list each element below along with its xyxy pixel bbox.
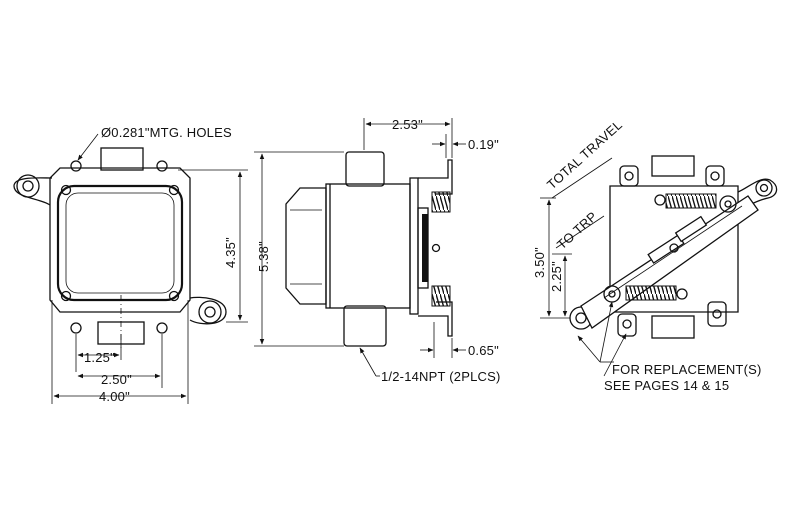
cover-screw-tl (60, 184, 72, 196)
cover-screw-br (168, 290, 180, 302)
mounting-holes-label: Ø0.281"MTG. HOLES (101, 125, 232, 140)
side-body (325, 183, 411, 309)
internal-base-plate (609, 185, 739, 313)
replacement-note-line1: FOR REPLACEMENT(S) (612, 362, 762, 377)
cover-plate (56, 184, 184, 302)
right-ear-boss (198, 300, 222, 324)
side-top-spring (431, 191, 451, 213)
dim-height-4-35: 4.35" (223, 237, 238, 268)
internal-view: 3.50" 2.25" TOTAL TRAVEL TO TRP FOR REPL… (532, 117, 778, 393)
side-top-hub (345, 151, 385, 187)
dim-hole-spacing-2-50: 2.50" (101, 372, 132, 387)
dim-overall-height-5-38: 5.38" (256, 241, 271, 272)
top-conduit-hub (100, 147, 144, 171)
cover-screw-tr (168, 184, 180, 196)
total-travel-label: TOTAL TRAVEL (544, 117, 625, 192)
mounting-hole-tr (156, 160, 168, 172)
side-bottom-hub (343, 305, 387, 347)
internal-top-hub (651, 155, 695, 177)
dim-total-travel-3-50: 3.50" (532, 247, 547, 278)
right-ear-hole (204, 306, 216, 318)
lever-pivot-hole (575, 312, 587, 324)
left-mounting-ear (13, 177, 53, 206)
mounting-hole-br (156, 322, 168, 334)
housing-outline (49, 167, 191, 313)
lower-spring (603, 285, 688, 303)
dim-bottom-offset-0-65: 0.65" (468, 343, 499, 358)
upper-spring (654, 193, 737, 213)
dim-offset-1-25: 1.25" (84, 350, 115, 365)
side-cover (285, 187, 327, 305)
actuator-lever (580, 195, 759, 329)
front-view: Ø0.281"MTG. HOLES 4.35" 1.25" 2.50" 4.00… (13, 125, 248, 404)
cover-screw-bl (60, 290, 72, 302)
right-mounting-ear (189, 296, 227, 325)
internal-bottom-hub (651, 315, 695, 339)
left-ear-boss (16, 174, 40, 198)
dim-to-trip-2-25: 2.25" (549, 261, 564, 292)
cover-inner-edge (65, 192, 175, 294)
left-ear-hole (22, 180, 34, 192)
side-view: 5.38" 2.53" 0.19" 0.65" 1/2-14NPT (2PLCS… (254, 117, 501, 384)
to-trip-label: TO TRP (554, 209, 600, 253)
replacement-note-line2: SEE PAGES 14 & 15 (604, 378, 729, 393)
mounting-hole-bl (70, 322, 82, 334)
side-mounting-plate (409, 177, 419, 315)
side-bottom-spring (431, 285, 451, 307)
mounting-hole-tl (70, 160, 82, 172)
conduit-label: 1/2-14NPT (2PLCS) (381, 369, 501, 384)
dim-top-offset-0-19: 0.19" (468, 137, 499, 152)
dim-width-4-00: 4.00" (99, 389, 130, 404)
dim-depth-2-53: 2.53" (392, 117, 423, 132)
